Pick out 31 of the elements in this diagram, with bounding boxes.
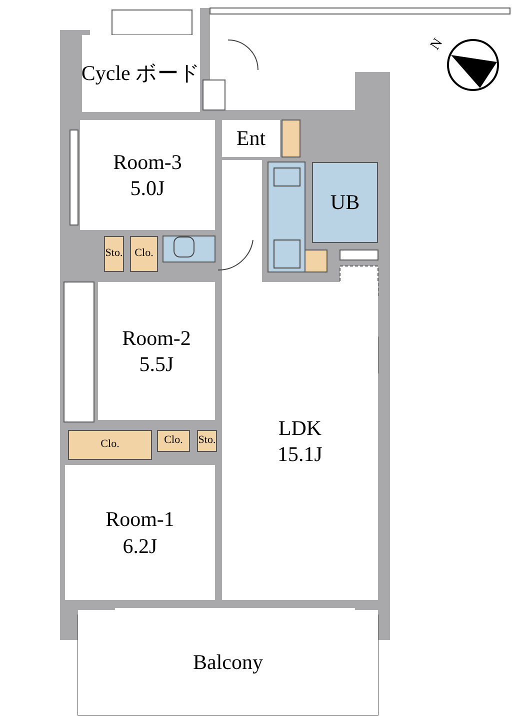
storage xyxy=(197,430,217,452)
storage xyxy=(130,236,158,272)
storage xyxy=(104,236,124,272)
storage xyxy=(157,430,190,452)
room xyxy=(98,282,215,420)
room xyxy=(222,120,280,157)
room-label: Sto. xyxy=(105,247,123,261)
room xyxy=(80,120,215,230)
room-label: Room-1 xyxy=(106,506,174,532)
north-label: N xyxy=(427,35,448,55)
storage xyxy=(68,430,152,460)
room-label: 5.0J xyxy=(130,175,165,202)
room-label: LDK xyxy=(278,414,322,441)
room-label: 15.1J xyxy=(278,441,322,468)
room-label: Sto. xyxy=(198,434,216,448)
room-label: Clo. xyxy=(100,438,120,452)
room-label: Cycle ボード xyxy=(81,60,201,87)
room-label: Room-2 xyxy=(122,324,191,351)
room xyxy=(78,610,378,715)
room-label: 5.5J xyxy=(139,351,174,378)
bathroom xyxy=(312,162,378,243)
room-label: Ent xyxy=(236,125,266,152)
room xyxy=(222,282,378,600)
room-label: 6.2J xyxy=(122,532,158,559)
room-label: UB xyxy=(330,189,360,216)
room-label: Room-3 xyxy=(113,148,182,175)
room xyxy=(65,465,215,600)
room xyxy=(82,35,200,112)
room-label: Balcony xyxy=(193,649,263,676)
room-label: Clo. xyxy=(164,434,183,448)
room-label: Clo. xyxy=(134,247,154,261)
